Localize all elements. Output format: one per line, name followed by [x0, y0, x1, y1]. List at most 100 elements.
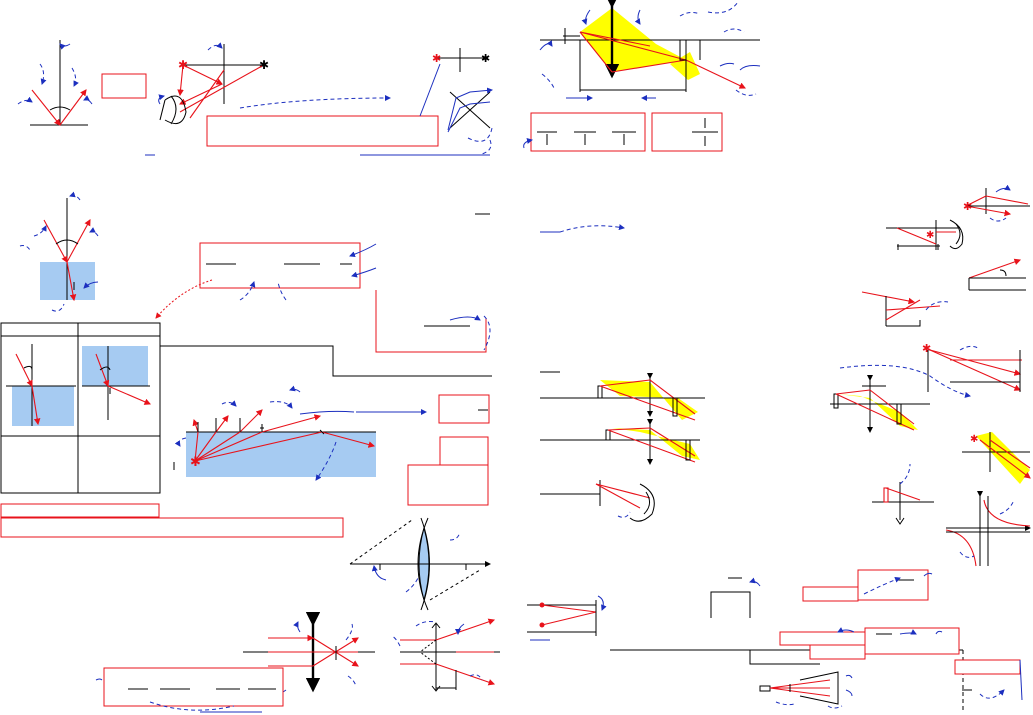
- ray: [649, 379, 696, 415]
- eye-icon: [629, 483, 655, 522]
- ray: [769, 687, 831, 697]
- annotation-arrow: [289, 385, 301, 393]
- plane-mirror-image-panel: ✱ ✱: [145, 42, 490, 156]
- annotation-arrow: [59, 43, 71, 50]
- table-frame: [0, 322, 161, 494]
- ray: [649, 427, 696, 457]
- angle-arc: [55, 239, 79, 245]
- annotation-arrow: [71, 67, 79, 87]
- reflected-ray: [59, 89, 87, 126]
- image-marker: [672, 397, 678, 417]
- ray: [215, 415, 229, 433]
- ray: [599, 385, 696, 421]
- answer-box: [0, 517, 344, 538]
- ray: [965, 195, 987, 207]
- annotation-arrow: [83, 95, 93, 105]
- water-block: [82, 346, 148, 386]
- ray: [579, 31, 651, 47]
- annotation-arrow: [17, 96, 33, 105]
- annotation-arrow: [634, 9, 641, 25]
- ray: [261, 414, 322, 433]
- hyperbola-graph-panel: ✱: [945, 432, 1031, 567]
- annotation-arrow: [925, 301, 949, 311]
- ray: [179, 65, 263, 113]
- periscope-corner-mirror-panel: ✱ ✱: [419, 48, 493, 155]
- ray: [835, 389, 871, 395]
- annotation-arrow: [467, 127, 493, 142]
- answer-box: [439, 436, 489, 466]
- ray: [179, 83, 223, 105]
- ray: [769, 679, 831, 689]
- point-source-icon: ✱: [190, 454, 201, 469]
- ray: [182, 64, 223, 85]
- annotation-arrow: [221, 400, 237, 407]
- answer-box: [199, 242, 361, 289]
- annotation-arrow: [999, 499, 1015, 515]
- annotation-arrow: [345, 623, 353, 641]
- annotation-arrow: [935, 630, 943, 635]
- annotation-arrow: [351, 267, 377, 278]
- annotation-arrow: [239, 95, 391, 109]
- refracted-ray: [66, 261, 77, 302]
- annotation-arrow: [979, 689, 1005, 699]
- step-line: [160, 345, 492, 377]
- object-marker: [597, 385, 603, 399]
- ray: [885, 305, 941, 311]
- annotation-arrow: [391, 635, 401, 647]
- eye-icon: [159, 95, 187, 125]
- lens-ray-cone-panel: [523, 0, 761, 152]
- ray: [435, 663, 496, 686]
- annotation-arrow: [775, 701, 795, 706]
- incident-ray: [43, 219, 68, 263]
- right-divergence-panel: ✱: [839, 343, 1022, 398]
- answer-box: [864, 627, 960, 655]
- annotation-line: [1019, 659, 1023, 701]
- hyperbola-branch: [945, 529, 977, 567]
- annotation-arrow: [617, 511, 631, 518]
- dimension-ticks: [897, 244, 939, 250]
- angle-mark: [319, 429, 325, 435]
- red-bracket-box: [375, 290, 491, 353]
- annotation-arrow: [539, 40, 553, 51]
- ray: [192, 418, 199, 433]
- leader-line: [419, 63, 441, 117]
- ray: [979, 439, 1031, 479]
- ray: [885, 487, 921, 501]
- answer-box: [101, 73, 147, 99]
- annotation-arrow: [405, 577, 419, 593]
- angle-arc: [99, 366, 111, 371]
- annotation-arrow: [83, 281, 99, 289]
- annotation-arrow: [899, 629, 917, 635]
- ray: [194, 431, 199, 462]
- annotation-arrow: [293, 621, 301, 633]
- answer-box: [954, 659, 1021, 675]
- answer-box: [407, 464, 489, 506]
- construction-line: [419, 651, 437, 665]
- answer-box: [809, 644, 866, 660]
- annotation-arrow: [989, 217, 1007, 222]
- annotation-arrow: [735, 89, 757, 96]
- light-cone: [670, 52, 700, 80]
- formula-box-panel: [155, 213, 490, 319]
- construction-line: [349, 519, 413, 565]
- image-marker: [685, 439, 691, 461]
- ray: [239, 409, 263, 433]
- annotation-arrow: [89, 227, 99, 237]
- source-marker: [759, 685, 771, 692]
- annotation-arrow: [149, 701, 235, 711]
- annotation-arrow: [51, 303, 65, 312]
- reflection-law-panel: [17, 40, 147, 126]
- annotation-arrow: [347, 675, 357, 687]
- angle-arc: [49, 106, 71, 111]
- mirror-icon: [447, 87, 493, 133]
- answer-box: [0, 503, 160, 518]
- construction-line: [429, 569, 481, 601]
- ray: [985, 195, 1029, 205]
- pointer-arrow: [155, 279, 213, 319]
- ray: [189, 69, 225, 119]
- ray: [968, 258, 1022, 279]
- annotation-arrow: [299, 410, 355, 415]
- light-cone: [838, 394, 918, 430]
- star-source-icon: ✱: [963, 201, 972, 213]
